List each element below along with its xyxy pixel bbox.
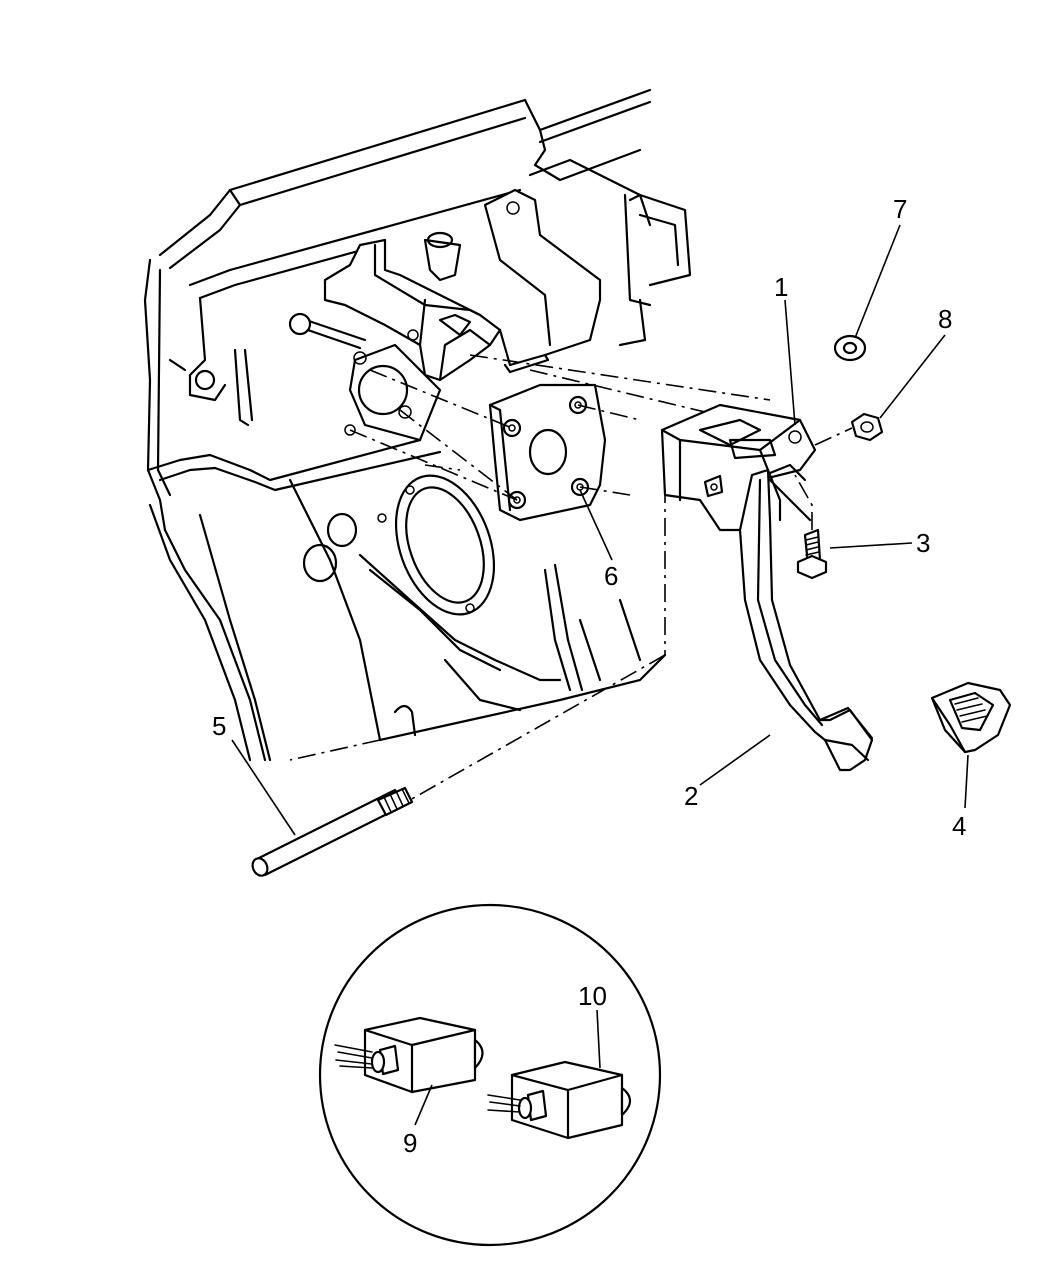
callout-3: 3 — [916, 528, 930, 558]
part-3-bolt — [794, 474, 828, 580]
part-1-pedal-bracket — [660, 403, 817, 532]
dash-panel — [143, 88, 692, 762]
callout-8: 8 — [938, 304, 952, 334]
part-5-pivot-shaft — [251, 786, 414, 877]
callout-1: 1 — [774, 272, 788, 302]
inset-detail-circle — [318, 903, 662, 1247]
assembly-lines — [289, 354, 781, 801]
part-8-nut — [814, 412, 884, 446]
callout-labels: 1 2 3 4 5 6 7 8 9 10 — [212, 194, 966, 1158]
part-2-clutch-pedal — [738, 468, 874, 772]
callout-4: 4 — [952, 811, 966, 841]
part-10-switch — [487, 1060, 632, 1140]
part-9-switch — [334, 1016, 484, 1094]
part-6-spacer-plate — [488, 383, 607, 522]
callout-2: 2 — [684, 781, 698, 811]
callout-7: 7 — [893, 194, 907, 224]
part-7-washer — [833, 334, 867, 362]
callout-10: 10 — [578, 981, 607, 1011]
pedal-support-bracket — [194, 188, 602, 442]
callout-9: 9 — [403, 1128, 417, 1158]
callout-5: 5 — [212, 711, 226, 741]
callout-6: 6 — [604, 561, 618, 591]
leader-lines — [231, 224, 969, 1126]
part-4-pedal-pad — [930, 681, 1012, 754]
